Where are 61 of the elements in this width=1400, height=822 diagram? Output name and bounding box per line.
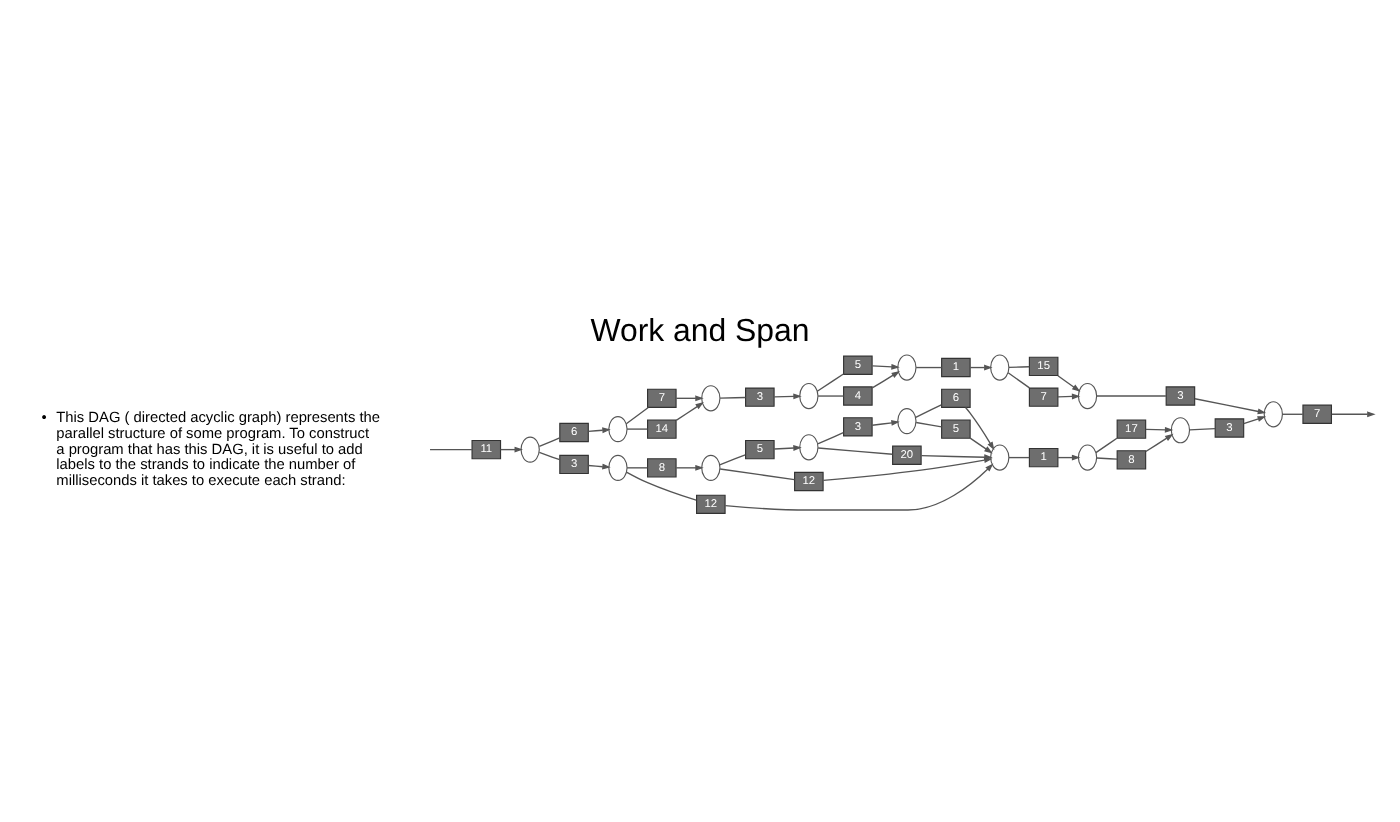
node-circle: [608, 415, 628, 442]
connector: [719, 453, 746, 465]
arrow: [1243, 415, 1267, 424]
arrow: [724, 462, 994, 510]
arrow: [675, 463, 704, 470]
connector: [1095, 436, 1118, 453]
arrow: [1194, 397, 1267, 414]
node-circle: [701, 453, 721, 480]
arrow: [1145, 425, 1174, 432]
node-circle: [608, 453, 628, 480]
arrow: [964, 405, 995, 450]
node-circle: [1077, 381, 1098, 409]
arrow: [587, 462, 611, 469]
connector: [1096, 456, 1118, 459]
arrow: [1145, 432, 1174, 452]
connector: [817, 431, 844, 444]
connector: [625, 405, 649, 424]
connector: [915, 365, 943, 368]
connector: [719, 395, 747, 398]
connector: [1281, 412, 1304, 414]
arrow: [773, 392, 802, 399]
connector: [626, 470, 697, 500]
node-circle: [897, 353, 917, 380]
node-circle: [1263, 400, 1283, 427]
arrow: [773, 444, 802, 450]
connector: [538, 436, 561, 446]
connector: [1008, 365, 1030, 367]
connector: [626, 427, 649, 429]
connector: [1007, 371, 1031, 388]
connector: [915, 403, 943, 418]
connector: [915, 420, 943, 427]
connector: [817, 446, 894, 454]
connector: [817, 394, 845, 396]
connector: [429, 447, 473, 450]
arrow: [1331, 410, 1376, 417]
connector: [1008, 455, 1030, 458]
connector: [1096, 394, 1167, 396]
node-circle: [799, 433, 819, 460]
arrow: [675, 401, 704, 421]
arrow: [587, 426, 611, 433]
arrow: [1057, 374, 1081, 391]
arrow: [969, 436, 993, 453]
connector: [538, 450, 561, 460]
node-circle: [990, 353, 1010, 380]
node-circle: [520, 435, 540, 462]
connector: [1189, 426, 1216, 430]
arrow: [675, 394, 704, 401]
diagram-title: Work and Span: [590, 313, 810, 348]
arrow: [920, 453, 993, 460]
node-circle: [1170, 416, 1191, 443]
arrow: [871, 362, 900, 369]
node-circle: [701, 384, 721, 411]
node-circle: [990, 443, 1010, 470]
node-circle: [1077, 443, 1098, 470]
arrow: [871, 370, 901, 388]
connector: [816, 372, 845, 391]
connector: [626, 466, 649, 468]
node-circle: [897, 407, 917, 434]
connector: [719, 467, 796, 480]
node-circle: [799, 381, 819, 409]
arrow: [871, 418, 900, 425]
